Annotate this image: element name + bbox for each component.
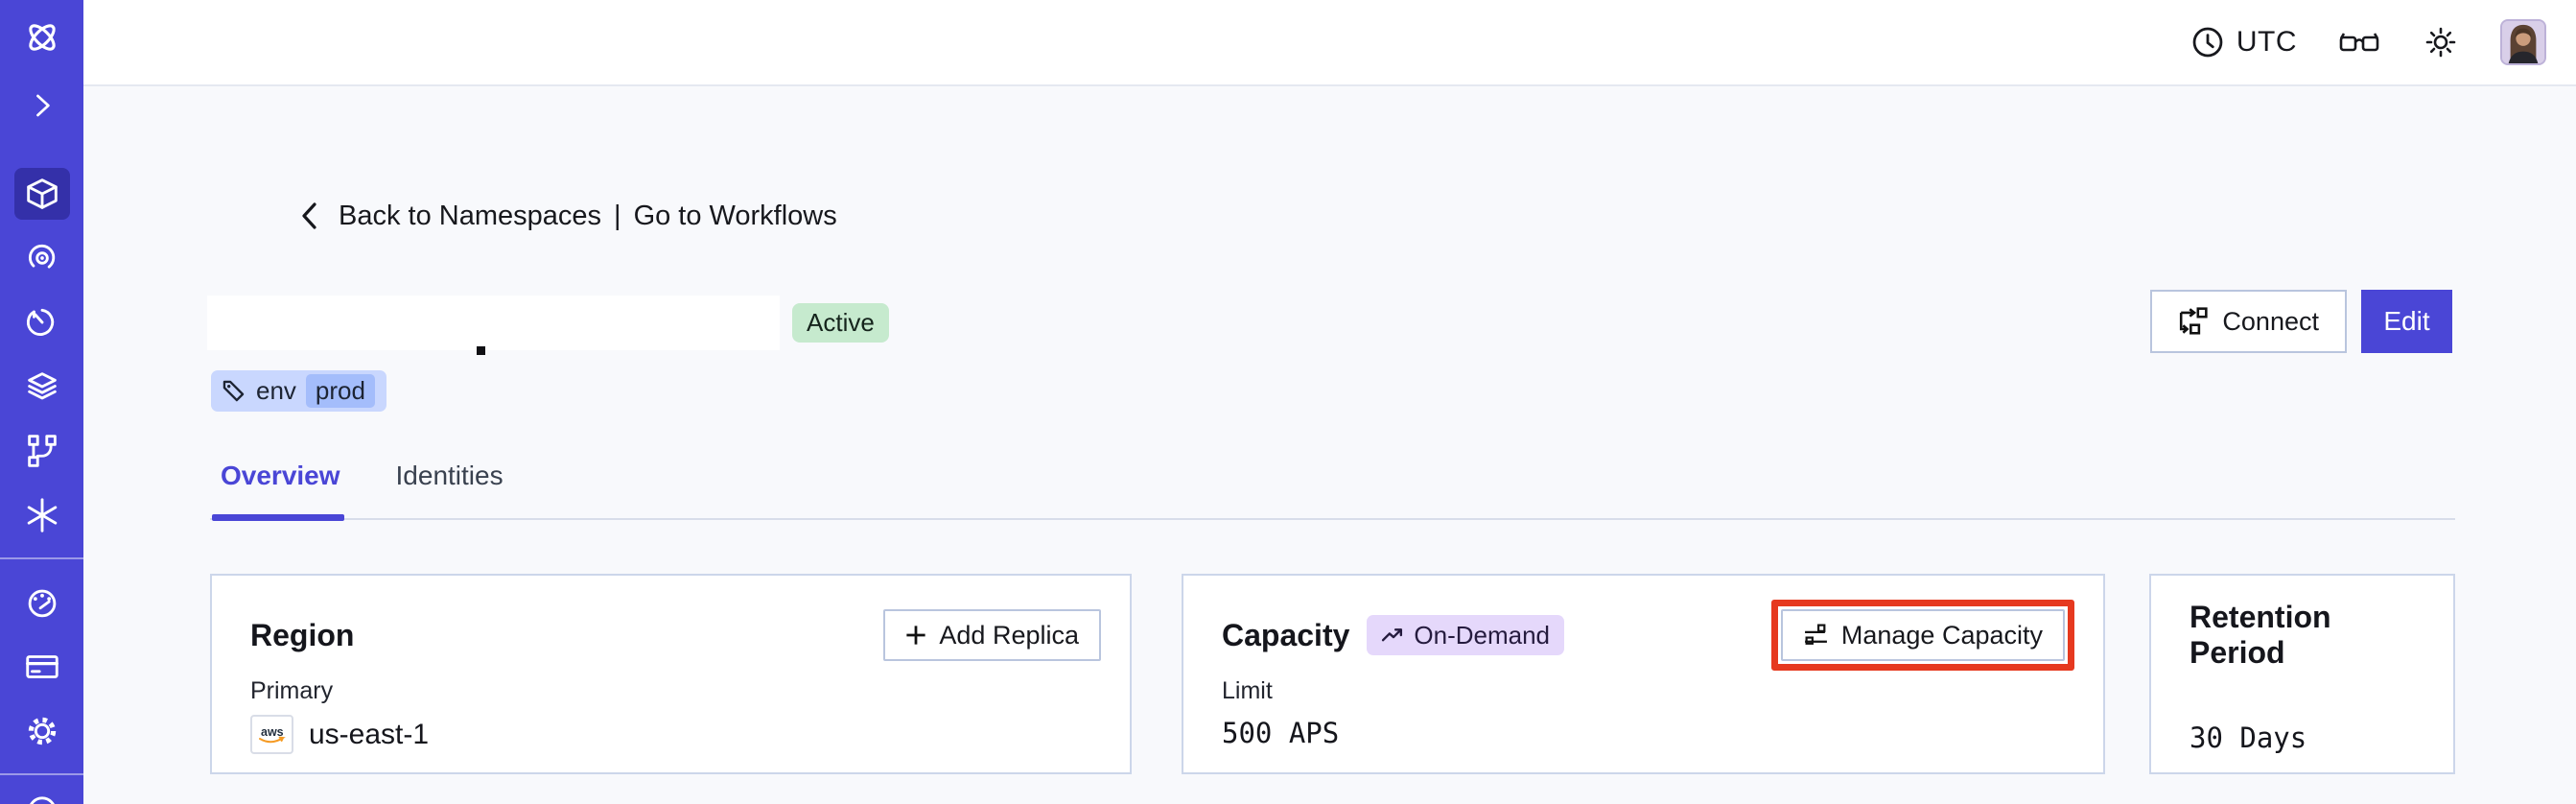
sidebar-item-nexus[interactable] bbox=[0, 483, 83, 547]
primary-label: Primary bbox=[250, 677, 334, 704]
retention-card: Retention Period 30 Days bbox=[2149, 574, 2455, 774]
red-annotation-highlight: Manage Capacity bbox=[1770, 600, 2074, 671]
manage-capacity-label: Manage Capacity bbox=[1840, 620, 2043, 650]
region-card: Region Add Replica Primary aws us-east-1 bbox=[210, 574, 1132, 774]
active-item-highlight bbox=[13, 167, 70, 220]
namespace-title-glyph-remnant bbox=[477, 346, 485, 355]
usage-gauge-icon bbox=[28, 589, 56, 617]
sidebar-item-billing[interactable] bbox=[0, 634, 83, 698]
overview-cards: Region Add Replica Primary aws us-east-1 bbox=[210, 574, 2455, 774]
manage-capacity-button[interactable]: Manage Capacity bbox=[1780, 609, 2065, 661]
connect-button-label: Connect bbox=[2222, 306, 2319, 336]
sidebar-item-settings[interactable] bbox=[0, 698, 83, 763]
accessibility-glasses-button[interactable] bbox=[2337, 28, 2381, 57]
aws-provider-icon: aws bbox=[250, 715, 293, 754]
tag-icon bbox=[222, 380, 245, 402]
trend-up-icon bbox=[1382, 628, 1403, 642]
edit-button-label: Edit bbox=[2383, 306, 2430, 336]
tag-value: prod bbox=[305, 374, 375, 408]
user-avatar[interactable] bbox=[2500, 19, 2546, 65]
sidebar bbox=[0, 0, 83, 804]
add-replica-button[interactable]: Add Replica bbox=[883, 609, 1101, 661]
namespaces-cube-icon bbox=[26, 177, 58, 209]
breadcrumb-back-link[interactable]: Back to Namespaces bbox=[339, 200, 602, 231]
sidebar-divider bbox=[0, 557, 83, 559]
sidebar-expand-chevron-icon[interactable] bbox=[0, 75, 83, 136]
header-actions: Connect Edit bbox=[2150, 290, 2452, 353]
breadcrumb-text: Back to Namespaces | Go to Workflows bbox=[339, 201, 837, 232]
sliders-icon bbox=[1804, 624, 1827, 645]
timezone-selector[interactable]: UTC bbox=[2190, 25, 2297, 59]
topbar: UTC bbox=[83, 0, 2576, 86]
limit-label: Limit bbox=[1222, 677, 1273, 704]
timezone-label: UTC bbox=[2236, 26, 2297, 58]
tag-key: env bbox=[256, 376, 296, 405]
theme-toggle-button[interactable] bbox=[2422, 23, 2460, 61]
edit-button[interactable]: Edit bbox=[2361, 290, 2452, 353]
capacity-card-header: Capacity On-Demand bbox=[1222, 600, 2074, 671]
svg-text:aws: aws bbox=[261, 725, 284, 739]
sidebar-item-workflows[interactable] bbox=[0, 225, 83, 290]
sidebar-item-help[interactable] bbox=[0, 786, 83, 804]
tab-overview[interactable]: Overview bbox=[221, 461, 340, 490]
connect-flow-icon bbox=[2180, 307, 2209, 335]
retention-card-header: Retention Period bbox=[2190, 600, 2424, 670]
sidebar-item-namespaces[interactable] bbox=[0, 161, 83, 225]
capacity-value: 500 APS bbox=[1222, 717, 1340, 749]
connect-button[interactable]: Connect bbox=[2150, 290, 2347, 353]
billing-card-icon bbox=[25, 654, 59, 678]
capacity-card: Capacity On-Demand bbox=[1182, 574, 2105, 774]
namespace-title-redacted bbox=[207, 296, 780, 350]
active-tab-underline bbox=[212, 514, 344, 521]
add-replica-label: Add Replica bbox=[939, 620, 1079, 650]
back-chevron-icon bbox=[302, 202, 316, 229]
sun-icon bbox=[2425, 27, 2456, 58]
tabs: Overview Identities bbox=[210, 461, 514, 491]
help-circle-icon bbox=[29, 796, 55, 804]
clock-icon bbox=[2192, 27, 2223, 58]
namespace-detail-page: Back to Namespaces | Go to Workflows Act… bbox=[83, 88, 2576, 804]
workflows-spiral-icon bbox=[28, 244, 55, 268]
sidebar-item-usage[interactable] bbox=[0, 570, 83, 634]
breadcrumb-separator: | bbox=[614, 200, 621, 231]
plus-icon bbox=[906, 626, 926, 645]
breadcrumb-workflows-link[interactable]: Go to Workflows bbox=[633, 200, 837, 231]
region-card-title: Region bbox=[250, 617, 355, 652]
avatar-image bbox=[2502, 21, 2544, 63]
sidebar-divider bbox=[0, 773, 83, 775]
sidebar-item-deployments[interactable] bbox=[0, 354, 83, 418]
on-demand-badge: On-Demand bbox=[1367, 615, 1565, 655]
deployments-layers-icon bbox=[27, 371, 57, 399]
on-demand-label: On-Demand bbox=[1414, 620, 1551, 650]
schedules-clock-icon bbox=[26, 308, 54, 336]
glasses-icon bbox=[2339, 33, 2379, 52]
sidebar-item-schedules[interactable] bbox=[0, 290, 83, 354]
tab-identities[interactable]: Identities bbox=[395, 461, 503, 490]
settings-gear-icon bbox=[28, 717, 56, 745]
capacity-card-title: Capacity bbox=[1222, 617, 1350, 652]
branch-icon bbox=[27, 434, 57, 467]
breadcrumb[interactable]: Back to Namespaces | Go to Workflows bbox=[296, 197, 837, 235]
status-badge: Active bbox=[792, 303, 889, 343]
namespace-tag-chip[interactable]: env prod bbox=[211, 370, 386, 412]
retention-value: 30 Days bbox=[2190, 721, 2307, 754]
sidebar-item-batch-operations[interactable] bbox=[0, 418, 83, 483]
region-card-header: Region Add Replica bbox=[250, 608, 1101, 662]
temporal-logo-icon[interactable] bbox=[0, 0, 83, 75]
region-value: us-east-1 bbox=[309, 718, 430, 750]
nexus-asterisk-icon bbox=[27, 497, 57, 532]
tabs-baseline bbox=[210, 518, 2455, 520]
region-value-row: aws us-east-1 bbox=[250, 715, 1101, 754]
retention-card-title: Retention Period bbox=[2190, 600, 2331, 670]
